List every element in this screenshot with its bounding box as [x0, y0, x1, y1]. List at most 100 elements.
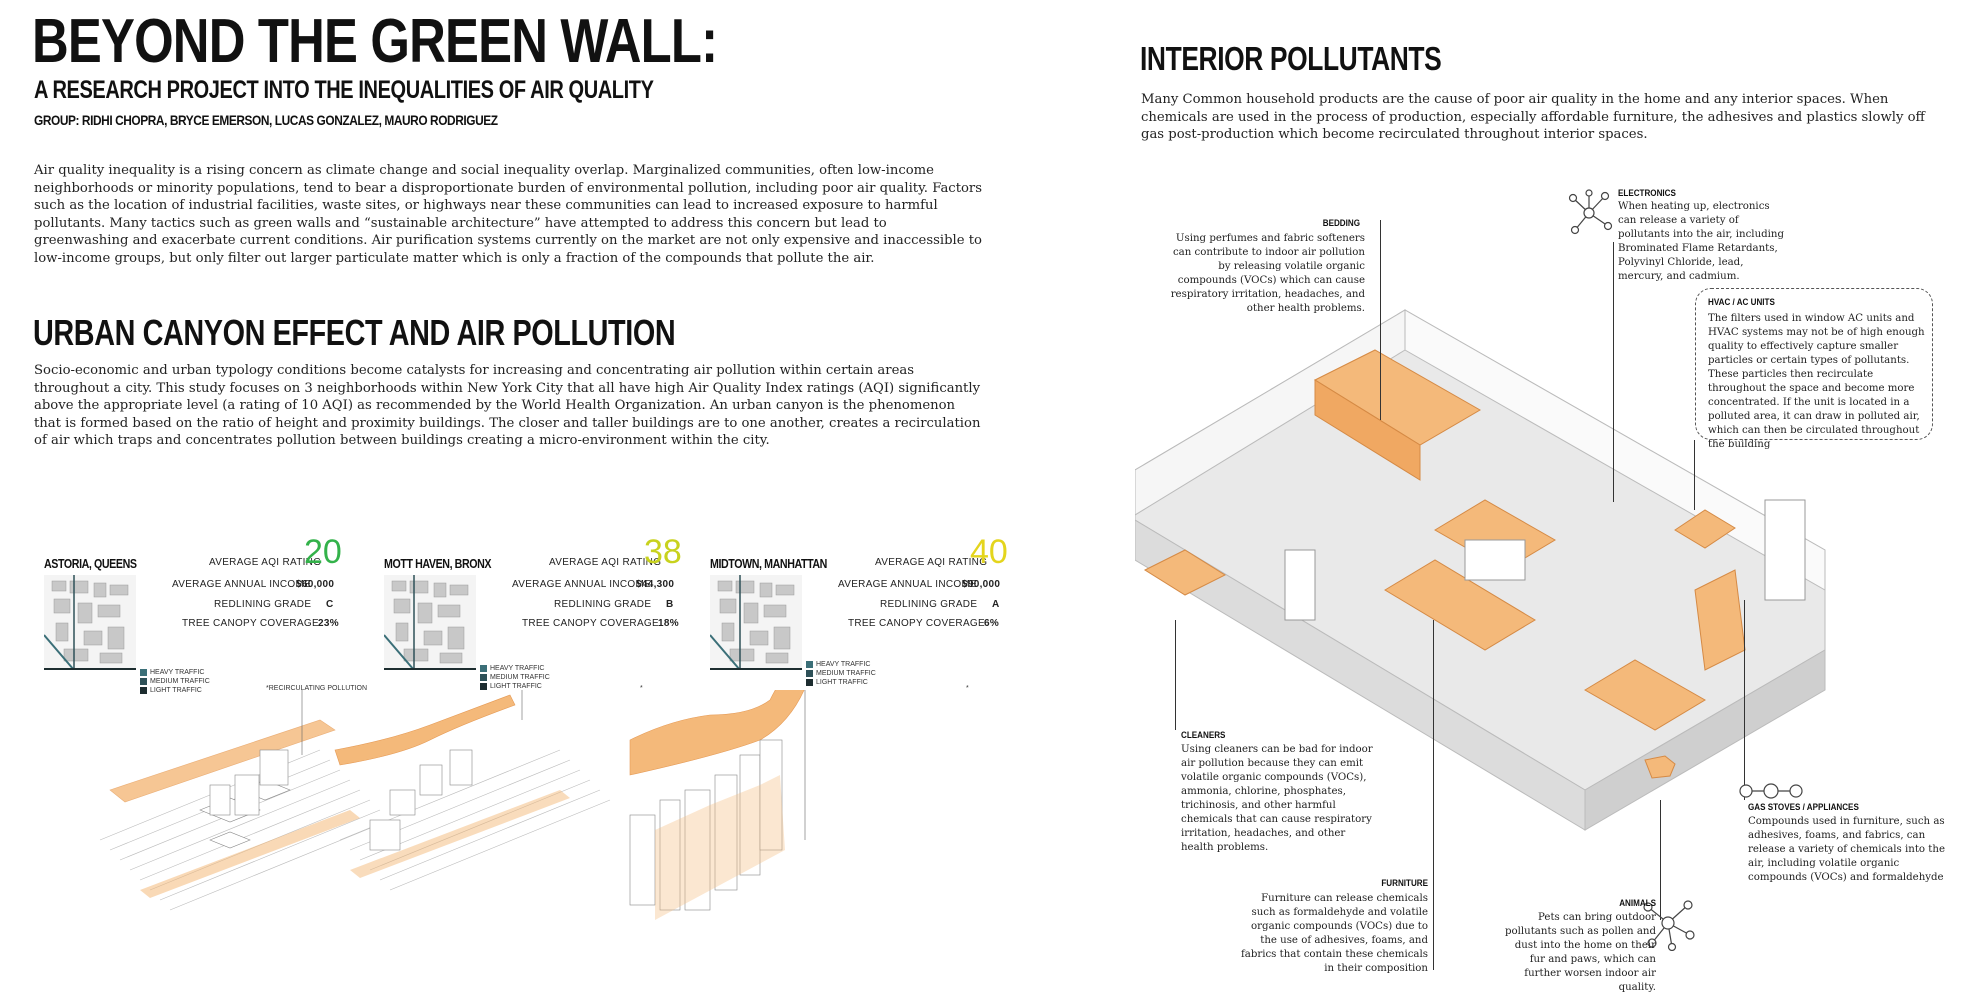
- legend-medium: MEDIUM TRAFFIC: [806, 669, 876, 678]
- legend-heavy: HEAVY TRAFFIC: [140, 668, 210, 677]
- legend-light: LIGHT TRAFFIC: [480, 682, 550, 691]
- animals-text: Pets can bring outdoor pollutants such a…: [1504, 912, 1656, 993]
- legend-heavy: HEAVY TRAFFIC: [480, 664, 550, 673]
- legend-light: LIGHT TRAFFIC: [140, 686, 210, 695]
- canopy-value: 23%: [318, 618, 339, 629]
- bedding-title: BEDDING: [1322, 218, 1360, 229]
- traffic-legend: HEAVY TRAFFIC MEDIUM TRAFFIC LIGHT TRAFF…: [806, 660, 876, 687]
- heavy-swatch: [480, 665, 487, 672]
- redlining-value: B: [666, 599, 674, 610]
- legend-heavy-label: HEAVY TRAFFIC: [816, 661, 871, 668]
- neighborhood-map: [710, 575, 802, 670]
- neighborhood-name: MOTT HAVEN, BRONX: [384, 556, 492, 571]
- neighborhood-name: MIDTOWN, MANHATTAN: [710, 556, 827, 571]
- interior-paragraph: Many Common household products are the c…: [1141, 92, 1925, 143]
- hvac-text: The filters used in window AC units and …: [1708, 313, 1925, 450]
- cleaners-text: Using cleaners can be bad for indoor air…: [1181, 744, 1373, 853]
- income-label: AVERAGE ANNUAL INCOME: [512, 579, 652, 590]
- aqi-value: 20: [304, 533, 342, 571]
- heavy-swatch: [140, 669, 147, 676]
- traffic-legend: HEAVY TRAFFIC MEDIUM TRAFFIC LIGHT TRAFF…: [140, 668, 210, 695]
- asterisk-note: *: [966, 685, 969, 692]
- gas-leader: [1744, 600, 1745, 800]
- income-value: $60,000: [296, 579, 335, 590]
- astoria-diagram: [99, 690, 391, 911]
- aqi-label: AVERAGE AQI RATING: [209, 557, 322, 568]
- furniture-leader: [1433, 620, 1434, 970]
- electronics-title: ELECTRONICS: [1618, 188, 1676, 199]
- bedding-text: Using perfumes and fabric softeners can …: [1170, 233, 1365, 314]
- redlining-label: REDLINING GRADE: [880, 599, 978, 610]
- animals-leader: [1660, 800, 1661, 920]
- asterisk-note: *: [640, 685, 643, 692]
- interior-heading: INTERIOR POLLUTANTS: [1140, 40, 1442, 77]
- income-label: AVERAGE ANNUAL INCOME: [172, 579, 312, 590]
- hvac-leader: [1694, 440, 1695, 510]
- income-value: $44,300: [636, 579, 675, 590]
- urban-heading: URBAN CANYON EFFECT AND AIR POLLUTION: [33, 312, 676, 353]
- page-subtitle: A RESEARCH PROJECT INTO THE INEQUALITIES…: [34, 76, 654, 104]
- traffic-legend: HEAVY TRAFFIC MEDIUM TRAFFIC LIGHT TRAFF…: [480, 664, 550, 691]
- apartment-illustration: [1135, 309, 1826, 831]
- light-swatch: [480, 683, 487, 690]
- legend-heavy: HEAVY TRAFFIC: [806, 660, 876, 669]
- canopy-label: TREE CANOPY COVERAGE: [848, 618, 985, 629]
- hvac-callout-box: [1695, 288, 1933, 440]
- urban-paragraph: Socio-economic and urban typology condit…: [34, 363, 981, 449]
- legend-heavy-label: HEAVY TRAFFIC: [490, 665, 545, 672]
- neighborhood-name: ASTORIA, QUEENS: [44, 556, 137, 571]
- redlining-value: A: [992, 599, 1000, 610]
- aqi-label: AVERAGE AQI RATING: [549, 557, 662, 568]
- bedding-leader: [1380, 220, 1381, 420]
- legend-medium-label: MEDIUM TRAFFIC: [816, 670, 876, 677]
- canopy-label: TREE CANOPY COVERAGE: [522, 618, 659, 629]
- animals-title: ANIMALS: [1619, 898, 1656, 909]
- medium-swatch: [806, 670, 813, 677]
- furniture-text: Furniture can release chemicals such as …: [1240, 893, 1428, 974]
- aqi-label: AVERAGE AQI RATING: [875, 557, 988, 568]
- legend-light: LIGHT TRAFFIC: [806, 678, 876, 687]
- legend-light-label: LIGHT TRAFFIC: [150, 687, 202, 694]
- midtown-diagram: [629, 690, 806, 920]
- redlining-label: REDLINING GRADE: [554, 599, 652, 610]
- canopy-value: 6%: [984, 618, 1000, 629]
- cleaners-leader: [1175, 620, 1176, 730]
- aqi-value: 38: [644, 533, 682, 571]
- legend-medium-label: MEDIUM TRAFFIC: [150, 678, 210, 685]
- redlining-label: REDLINING GRADE: [214, 599, 312, 610]
- legend-light-label: LIGHT TRAFFIC: [816, 679, 868, 686]
- electronics-text: When heating up, electronics can release…: [1618, 201, 1784, 282]
- neighborhood-map: [384, 575, 476, 670]
- light-swatch: [806, 679, 813, 686]
- canopy-value: 18%: [658, 618, 679, 629]
- medium-swatch: [140, 678, 147, 685]
- intro-paragraph: Air quality inequality is a rising conce…: [34, 163, 983, 266]
- gas-title: GAS STOVES / APPLIANCES: [1748, 802, 1859, 813]
- heavy-swatch: [806, 661, 813, 668]
- light-swatch: [140, 687, 147, 694]
- group-members: GROUP: RIDHI CHOPRA, BRYCE EMERSON, LUCA…: [34, 112, 498, 128]
- urban-canyon-diagrams: [99, 690, 806, 920]
- redlining-value: C: [326, 599, 334, 610]
- gas-molecule-icon: [1739, 783, 1803, 799]
- electronics-leader: [1613, 242, 1614, 502]
- legend-medium: MEDIUM TRAFFIC: [480, 673, 550, 682]
- aqi-value: 40: [970, 533, 1008, 571]
- legend-heavy-label: HEAVY TRAFFIC: [150, 669, 205, 676]
- income-value: $90,000: [962, 579, 1001, 590]
- mott-haven-diagram: [334, 690, 611, 891]
- cleaners-title: CLEANERS: [1181, 730, 1226, 741]
- legend-medium-label: MEDIUM TRAFFIC: [490, 674, 550, 681]
- canopy-label: TREE CANOPY COVERAGE: [182, 618, 319, 629]
- legend-light-label: LIGHT TRAFFIC: [490, 683, 542, 690]
- page-title: BEYOND THE GREEN WALL:: [32, 7, 718, 76]
- electronics-molecule-icon: [1568, 189, 1613, 235]
- recirculating-note: *RECIRCULATING POLLUTION: [266, 685, 367, 692]
- legend-medium: MEDIUM TRAFFIC: [140, 677, 210, 686]
- hvac-title: HVAC / AC UNITS: [1708, 297, 1775, 308]
- furniture-title: FURNITURE: [1381, 878, 1428, 889]
- animals-molecule-icon: [1643, 900, 1695, 951]
- neighborhood-map: [44, 575, 136, 670]
- gas-text: Compounds used in furniture, such as adh…: [1748, 816, 1945, 883]
- medium-swatch: [480, 674, 487, 681]
